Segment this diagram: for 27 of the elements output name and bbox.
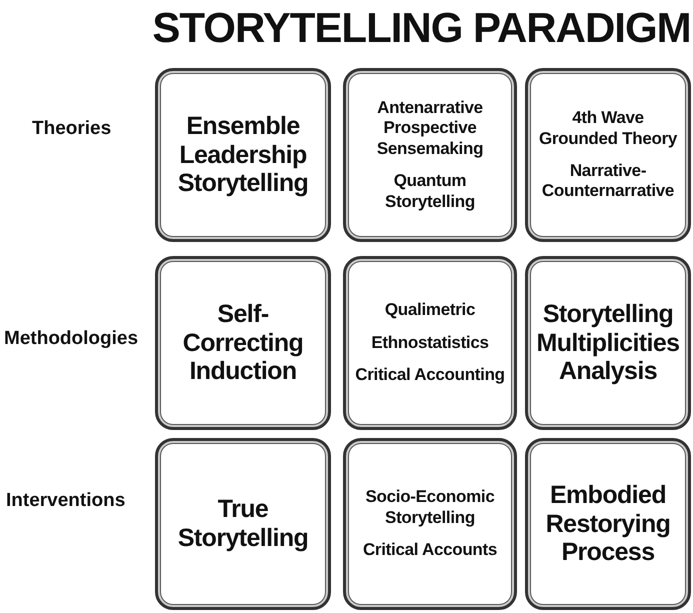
rounded-box xyxy=(525,438,691,610)
box-text: Embodied Restorying Process xyxy=(544,480,672,568)
rounded-box xyxy=(155,68,331,242)
title: STORYTELLING PARADIGM xyxy=(151,4,692,52)
rounded-box xyxy=(155,256,331,430)
row-label: Theories xyxy=(32,118,112,140)
rounded-box xyxy=(155,438,331,610)
box-text: Socio-Economic Storytelling xyxy=(364,487,496,528)
box-text: Qualimetric xyxy=(384,300,476,321)
row-label: Interventions xyxy=(6,490,126,512)
box-text: Antenarrative Prospective Sensemaking xyxy=(376,98,484,160)
row-label: Methodologies xyxy=(4,328,138,350)
box-text: Storytelling Multiplicities Analysis xyxy=(535,300,680,386)
rounded-box xyxy=(343,256,517,430)
box-text: Critical Accounting xyxy=(355,365,505,386)
rounded-box xyxy=(343,68,517,242)
box-text: 4th Wave Grounded Theory xyxy=(538,108,678,149)
box-text: Ensemble Leadership Storytelling xyxy=(176,112,310,198)
box-text: Ethnostatistics xyxy=(371,332,489,354)
box-text: Narrative-Counternarrative xyxy=(540,161,676,202)
rounded-box xyxy=(343,438,517,610)
rounded-box xyxy=(525,256,691,430)
box-text: Quantum Storytelling xyxy=(384,171,476,212)
box-text: True Storytelling xyxy=(176,495,310,553)
box-text: Self-Correcting Induction xyxy=(182,300,304,386)
rounded-box xyxy=(525,68,691,242)
box-text: Critical Accounts xyxy=(362,540,498,561)
